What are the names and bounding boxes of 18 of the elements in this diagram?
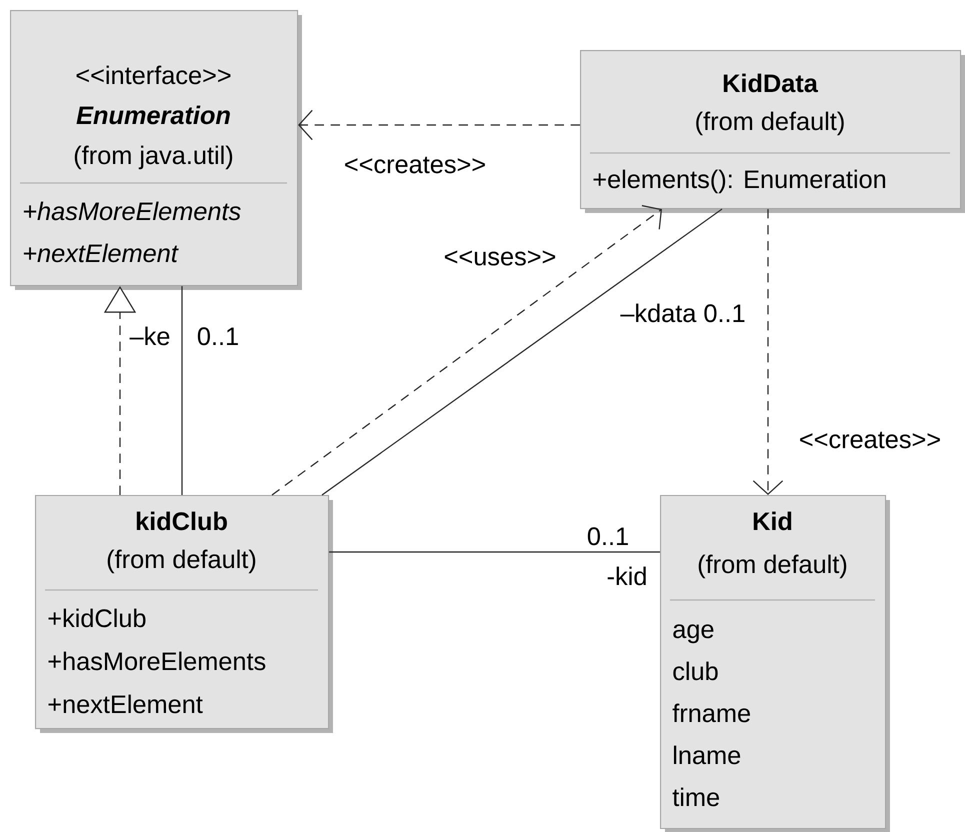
edge-label: <<creates>> [798,430,942,450]
class-box: Kid (from default) age club frname lname time [660,495,890,832]
connector [752,209,784,495]
connector [272,205,662,496]
connector [322,208,722,496]
class-box: <<interface>> Enumeration (from java.util) +hasMoreElements +nextElement [10,10,302,290]
connector [329,551,660,553]
edge-label: <<creates>> [342,155,488,175]
connector [181,286,183,495]
class-box: kidClub (from default) +kidClub +hasMoreElements +nextElement [35,495,333,733]
connector [298,110,580,140]
association-end-label: -kid [608,566,646,586]
association-end-label: 0..1 [198,327,238,346]
association-end-label: –ke [130,326,170,346]
edge-label: <<uses>> [442,249,558,267]
association-end-label: –kdata 0..1 [620,304,744,322]
class-box: KidData (from default) +elements(): Enumeration [580,50,965,213]
association-end-label: 0..1 [588,527,628,546]
